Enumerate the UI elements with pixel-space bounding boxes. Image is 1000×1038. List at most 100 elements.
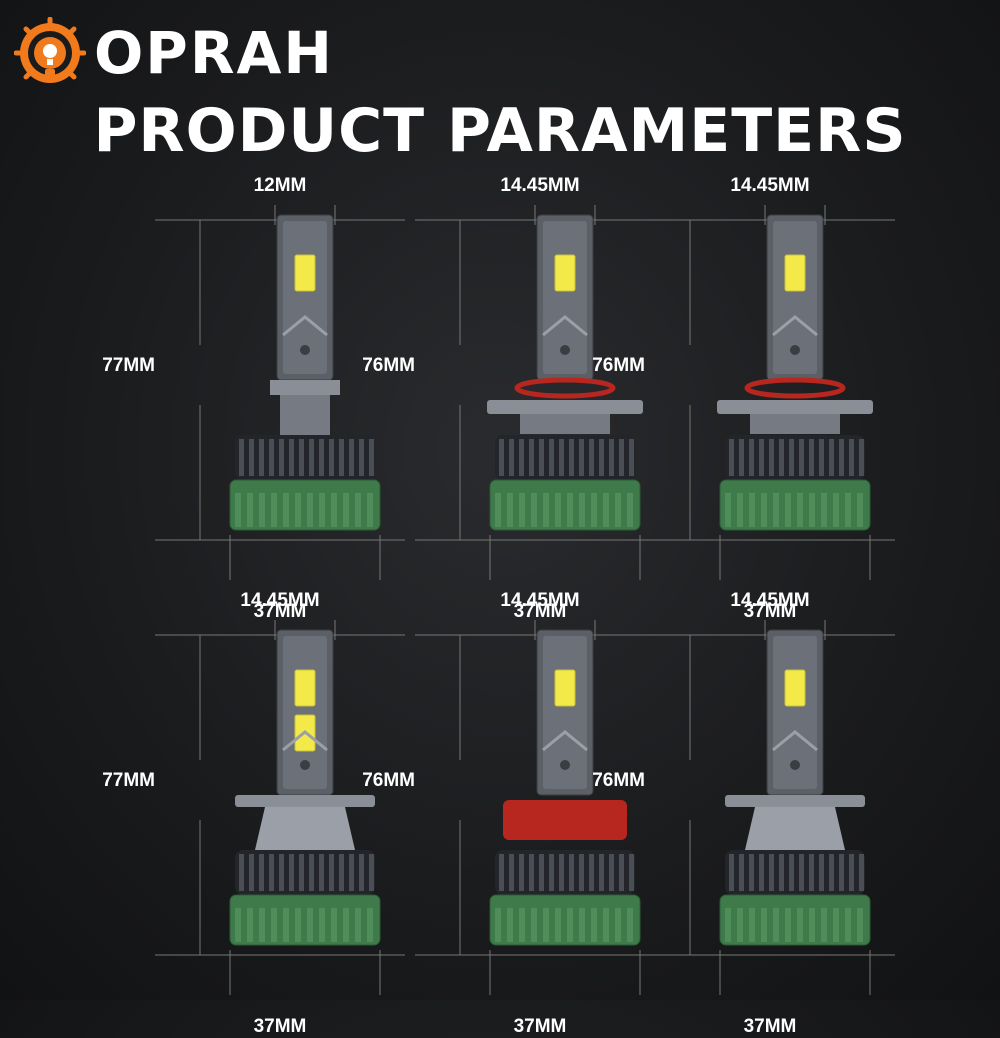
heatsink-fin [359, 854, 364, 891]
bulb-card-1: 12MM 77MM 37MM [102, 175, 405, 622]
bulb-card-3: 14.45MM 76MM 37MM [592, 175, 895, 622]
body-rib [331, 908, 337, 942]
width-bottom-label: 37MM [253, 601, 307, 622]
base-neck [750, 414, 840, 434]
led-chip [554, 669, 576, 707]
height-label: 77MM [102, 355, 155, 376]
heatsink-fin [749, 854, 754, 891]
body-rib [271, 493, 277, 527]
body-rib [271, 908, 277, 942]
base-neck [745, 807, 845, 850]
heatsink-fin [349, 854, 354, 891]
heatsink-fin [329, 854, 334, 891]
heatsink-fin [609, 439, 614, 476]
heatsink-fin [589, 439, 594, 476]
heatsink-fin [859, 854, 864, 891]
bulb-card-4: 14.45MM 77MM 37MM [102, 590, 405, 1037]
body-rib [845, 908, 851, 942]
led-bulb-9006-image [645, 205, 895, 580]
green-driver-body [489, 894, 641, 946]
green-driver-body [719, 479, 871, 531]
led-head-face [543, 221, 587, 374]
heatsink-fin [559, 854, 564, 891]
heatsink-fin [829, 854, 834, 891]
body-rib [773, 493, 779, 527]
base-flange [725, 795, 865, 807]
heatsink-fin [299, 439, 304, 476]
body-rib [749, 493, 755, 527]
heatsink-fin [549, 854, 554, 891]
heatsink-fin [729, 854, 734, 891]
heatsink-fin [259, 854, 264, 891]
body-rib [567, 908, 573, 942]
body-rib [519, 493, 525, 527]
body-rib [355, 908, 361, 942]
width-top-label: 14.45MM [730, 175, 810, 196]
body-rib [857, 493, 863, 527]
body-rib [833, 493, 839, 527]
heatsink-fin [829, 439, 834, 476]
led-head-face [773, 221, 817, 374]
body-rib [295, 908, 301, 942]
heatsink-fin [859, 439, 864, 476]
heatsink-fin [759, 439, 764, 476]
heatsink-fin [759, 854, 764, 891]
heatsink-fin [579, 439, 584, 476]
body-rib [259, 908, 265, 942]
heatsink-fin [769, 439, 774, 476]
body-rib [761, 493, 767, 527]
width-top-label: 14.45MM [500, 590, 580, 611]
bulb-card-6: 14.45MM 76MM 37MM [592, 590, 895, 1037]
led-bulb-h11-image [415, 620, 665, 995]
base-neck [280, 395, 330, 435]
body-rib [307, 908, 313, 942]
body-rib [355, 493, 361, 527]
green-driver-body [229, 894, 381, 946]
body-rib [367, 493, 373, 527]
heatsink-fin [809, 439, 814, 476]
body-rib [543, 908, 549, 942]
body-rib [579, 908, 585, 942]
led-head-face [283, 636, 327, 789]
body-rib [725, 908, 731, 942]
base-collar [270, 380, 340, 395]
heatsink-fin [809, 854, 814, 891]
heatsink-fin [749, 439, 754, 476]
body-rib [343, 493, 349, 527]
heatsink-fin [359, 439, 364, 476]
body-rib [833, 908, 839, 942]
heatsink-fin [329, 439, 334, 476]
body-rib [749, 908, 755, 942]
body-rib [531, 493, 537, 527]
heatsink-fin [609, 854, 614, 891]
heatsink-fin [579, 854, 584, 891]
body-rib [797, 908, 803, 942]
height-label: 76MM [362, 770, 415, 791]
heatsink-fin [369, 854, 374, 891]
heatsink-fin [559, 439, 564, 476]
heatsink-fin [319, 439, 324, 476]
body-rib [543, 493, 549, 527]
body-rib [591, 908, 597, 942]
green-driver-body [489, 479, 641, 531]
height-label: 77MM [102, 770, 155, 791]
heatsink-fin [569, 439, 574, 476]
heatsink-fin [279, 439, 284, 476]
heatsink-fin [599, 439, 604, 476]
led-chip [784, 669, 806, 707]
body-rib [627, 908, 633, 942]
base-neck [255, 807, 355, 850]
heatsink-fin [739, 854, 744, 891]
led-chip [294, 254, 316, 292]
body-rib [567, 493, 573, 527]
body-rib [737, 908, 743, 942]
width-top-label: 14.45MM [500, 175, 580, 196]
heatsink-fin [269, 439, 274, 476]
heatsink-fin [769, 854, 774, 891]
heatsink-fin [729, 439, 734, 476]
height-label: 76MM [362, 355, 415, 376]
heatsink-fin [529, 854, 534, 891]
body-rib [725, 493, 731, 527]
heatsink-fin [539, 854, 544, 891]
heatsink-fin [799, 854, 804, 891]
